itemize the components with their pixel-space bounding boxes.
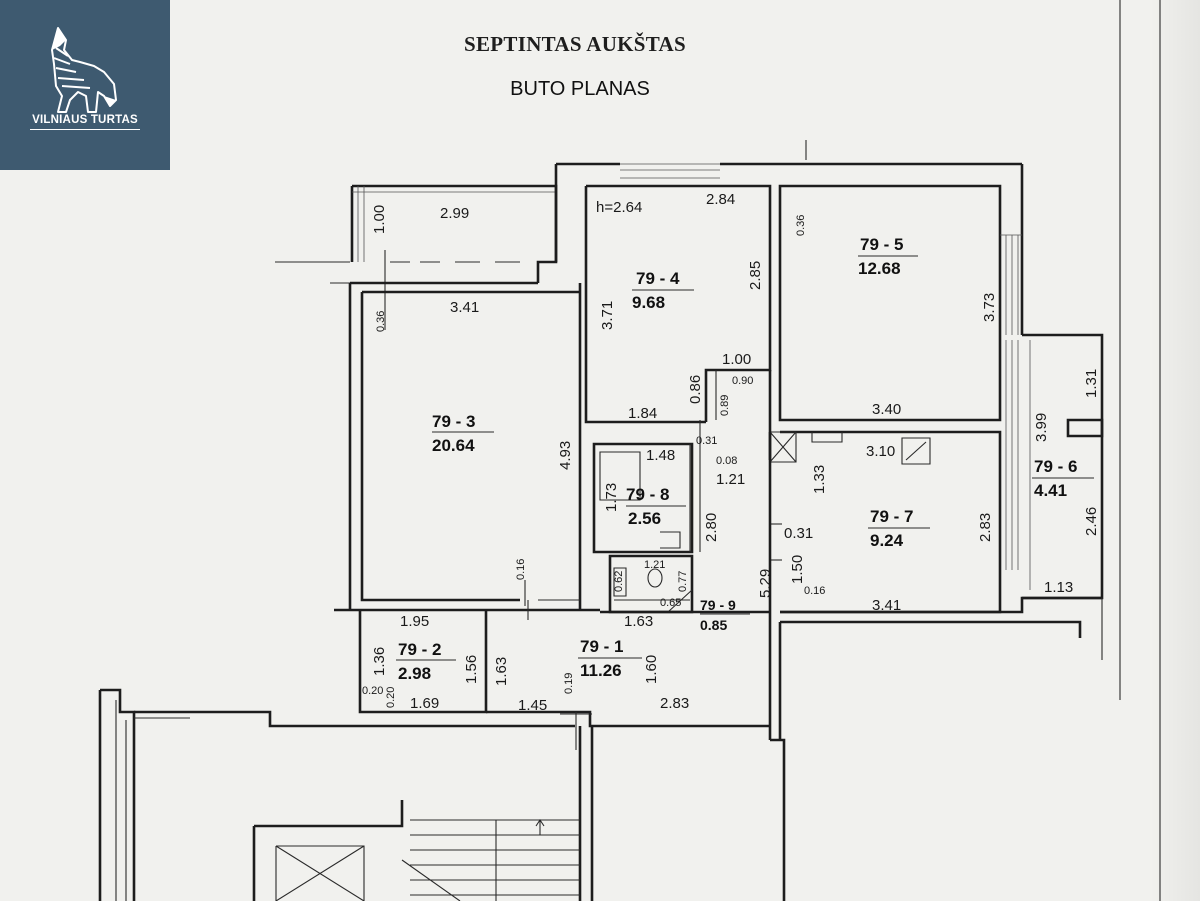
dim-r4-a: 1.00 bbox=[722, 351, 751, 368]
dim-balcony-depth: 1.00 bbox=[371, 205, 388, 234]
dim-r7-e: 1.50 bbox=[789, 555, 806, 584]
dim-r8-a: 1.48 bbox=[646, 447, 675, 464]
room-79-7-id: 79 - 7 bbox=[870, 507, 913, 526]
page-edge-shadow bbox=[1150, 0, 1200, 901]
dim-r7-c: 2.83 bbox=[977, 513, 994, 542]
dim-r7-bottom: 3.41 bbox=[872, 597, 901, 614]
room-79-2-area: 2.98 bbox=[398, 664, 431, 683]
dim-r2-a: 1.95 bbox=[400, 613, 429, 630]
dim-r1-d: 1.45 bbox=[518, 697, 547, 714]
room-79-4 bbox=[554, 140, 1022, 424]
dim-r1-a: 1.63 bbox=[624, 613, 653, 630]
room-79-8-area: 2.56 bbox=[628, 509, 661, 528]
room-79-2-id: 79 - 2 bbox=[398, 640, 441, 659]
dim-r6-c: 2.46 bbox=[1083, 507, 1100, 536]
dim-r8-c: 0.31 bbox=[696, 435, 717, 447]
dim-r3-top: 3.41 bbox=[450, 299, 479, 316]
dimension-labels: 2.99 1.00 3.41 0.36 4.93 0.16 h=2.64 2.8… bbox=[362, 191, 1100, 714]
dim-r2-f: 1.69 bbox=[410, 695, 439, 712]
wolf-icon bbox=[51, 27, 117, 113]
dim-r4-top: 2.84 bbox=[706, 191, 735, 208]
room-79-5-area: 12.68 bbox=[858, 259, 901, 278]
room-79-3 bbox=[348, 281, 582, 610]
logo-underline bbox=[30, 129, 140, 130]
dim-r3-wall: 0.36 bbox=[375, 311, 387, 332]
dim-r4-left: 3.71 bbox=[599, 301, 616, 330]
dim-r2-d: 0.20 bbox=[362, 685, 383, 697]
room-79-5-id: 79 - 5 bbox=[860, 235, 903, 254]
room-79-3-id: 79 - 3 bbox=[432, 412, 475, 431]
dim-balcony-width: 2.99 bbox=[440, 205, 469, 222]
dim-r7-b: 1.33 bbox=[811, 465, 828, 494]
room-79-6-area: 4.41 bbox=[1034, 481, 1067, 500]
dim-r4-b: 0.86 bbox=[687, 375, 704, 404]
logo-brand-name: VILNIAUS TURTAS bbox=[32, 114, 138, 126]
dim-r2-e: 0.20 bbox=[385, 687, 397, 708]
dim-r4-d: 0.89 bbox=[719, 395, 731, 416]
room-79-3-area: 20.64 bbox=[432, 436, 475, 455]
company-logo[interactable]: VILNIAUS TURTAS bbox=[0, 0, 170, 170]
dim-r4-ceiling: h=2.64 bbox=[596, 199, 642, 216]
dim-r8-d: 0.08 bbox=[716, 455, 737, 467]
dim-r7-a: 3.10 bbox=[866, 443, 895, 460]
room-79-5 bbox=[778, 164, 1024, 422]
dim-r3-bottom: 0.16 bbox=[515, 559, 527, 580]
dim-r1-c: 1.60 bbox=[643, 655, 660, 684]
room-79-9-area: 0.85 bbox=[700, 617, 727, 633]
dim-r4-bottom: 1.84 bbox=[628, 405, 657, 422]
dim-r6-b: 3.99 bbox=[1033, 413, 1050, 442]
dim-r8-b: 1.73 bbox=[603, 483, 620, 512]
dim-r5-bottom: 3.40 bbox=[872, 401, 901, 418]
dim-r3-height: 4.93 bbox=[557, 441, 574, 470]
dim-hall-a: 2.80 bbox=[703, 513, 720, 542]
dim-r7-f: 0.16 bbox=[804, 585, 825, 597]
dim-r6-bottom: 1.13 bbox=[1044, 579, 1073, 596]
dim-r9-a: 1.21 bbox=[644, 559, 665, 571]
room-79-9-id: 79 - 9 bbox=[700, 597, 736, 613]
dim-r4-right: 2.85 bbox=[747, 261, 764, 290]
room-79-1 bbox=[334, 600, 770, 750]
dim-r4-c: 0.90 bbox=[732, 375, 753, 387]
room-79-6-id: 79 - 6 bbox=[1034, 457, 1077, 476]
page-title: SEPTINTAS AUKŠTAS bbox=[464, 32, 686, 56]
room-79-8-id: 79 - 8 bbox=[626, 485, 669, 504]
dim-r1-b: 1.63 bbox=[493, 657, 510, 686]
dim-r7-d: 0.31 bbox=[784, 525, 813, 542]
dim-r1-f: 2.83 bbox=[660, 695, 689, 712]
dim-r5-right: 3.73 bbox=[981, 293, 998, 322]
balcony bbox=[275, 184, 558, 330]
dim-r2-b: 1.36 bbox=[371, 647, 388, 676]
dim-r9-b: 0.62 bbox=[613, 571, 625, 592]
room-79-8 bbox=[592, 420, 701, 554]
room-79-1-id: 79 - 1 bbox=[580, 637, 623, 656]
room-labels: 79 - 3 20.64 79 - 4 9.68 79 - 5 12.68 79… bbox=[396, 235, 1094, 683]
room-79-1-area: 11.26 bbox=[580, 661, 622, 680]
room-79-7-area: 9.24 bbox=[870, 531, 904, 550]
stairwell bbox=[98, 688, 786, 901]
dim-hall-b: 5.29 bbox=[757, 569, 774, 598]
dim-r1-e: 0.19 bbox=[563, 673, 575, 694]
dim-r9-c: 0.77 bbox=[677, 571, 689, 592]
room-79-4-id: 79 - 4 bbox=[636, 269, 680, 288]
page-subtitle: BUTO PLANAS bbox=[510, 78, 650, 100]
dim-r8-e: 1.21 bbox=[716, 471, 745, 488]
room-79-4-area: 9.68 bbox=[632, 293, 665, 312]
dim-r9-d: 0.65 bbox=[660, 597, 681, 609]
dim-r5-wall: 0.36 bbox=[795, 215, 807, 236]
dim-r6-a: 1.31 bbox=[1083, 369, 1100, 398]
dim-r2-c: 1.56 bbox=[463, 655, 480, 684]
